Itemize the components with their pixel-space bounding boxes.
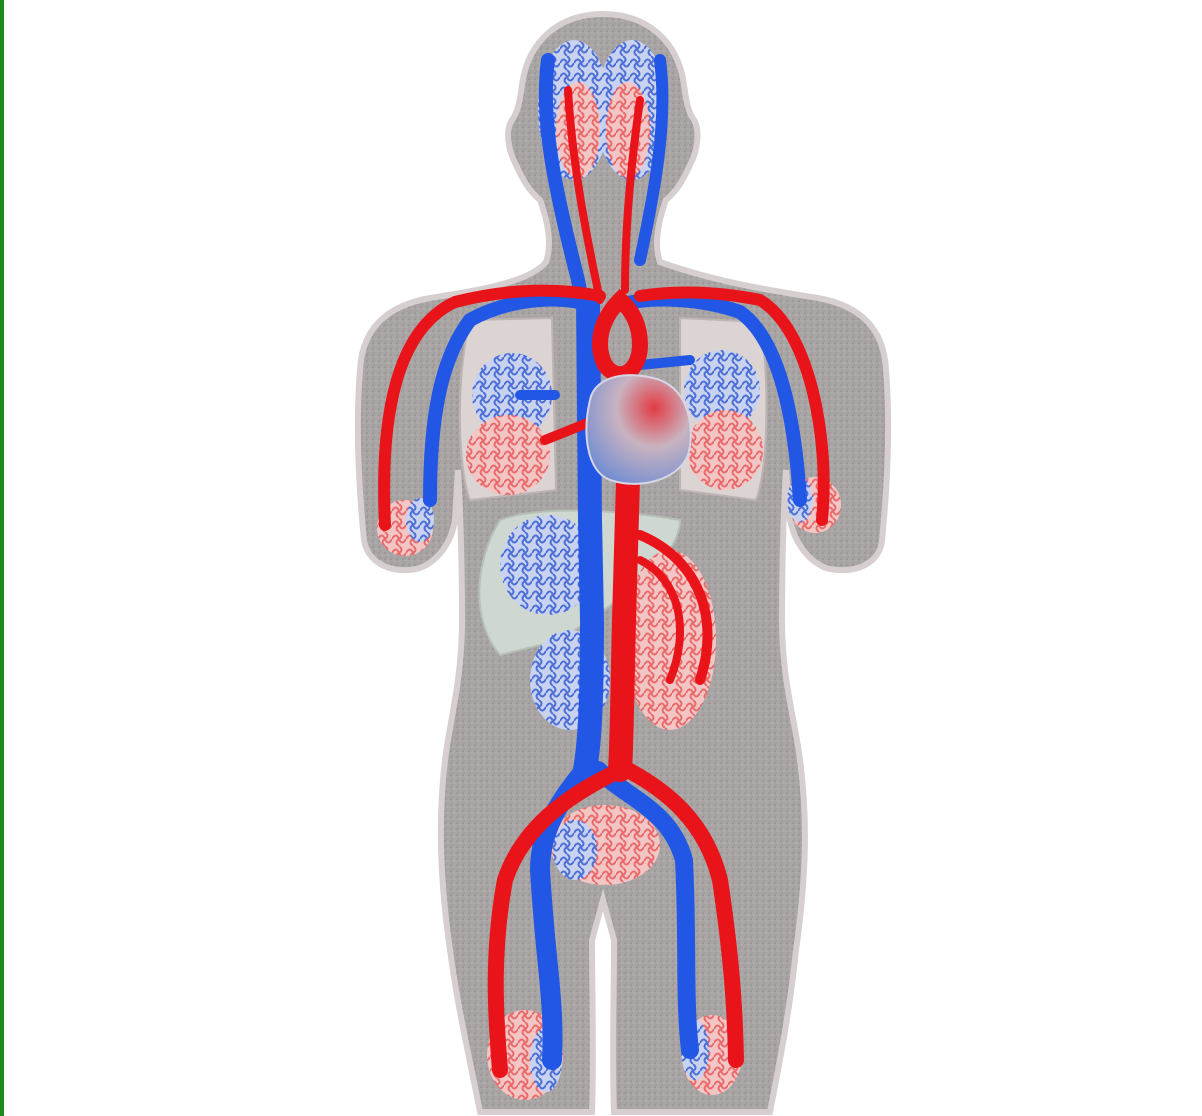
heart-icon xyxy=(587,375,691,484)
